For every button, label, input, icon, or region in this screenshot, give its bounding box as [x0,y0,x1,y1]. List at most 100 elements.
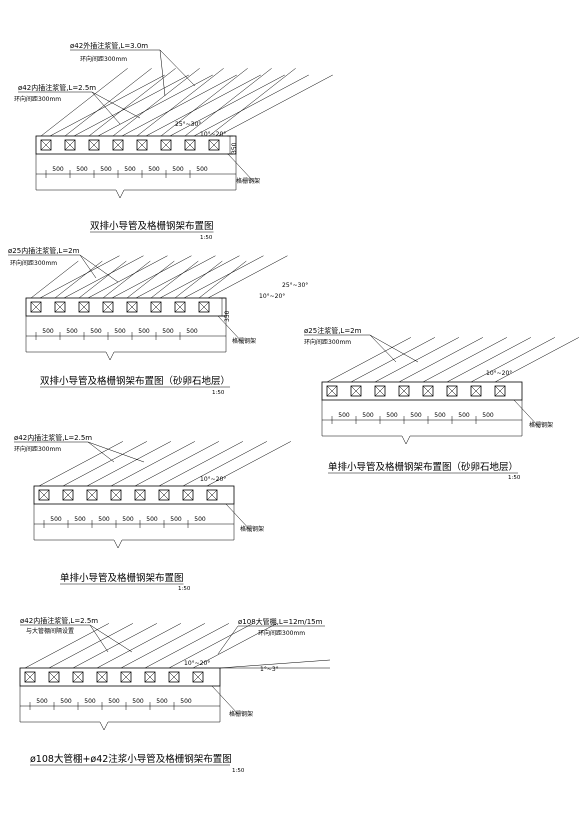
frame-node-cross [88,139,100,151]
diagram-title: 双排小导管及格栅钢架布置图 [90,220,214,232]
steel-frame-band [33,485,235,505]
frame-node-cross [62,489,74,501]
frame-node-cross [72,671,84,683]
callout-leader [227,153,255,183]
spacing-dimension: 500 [74,516,86,523]
frame-node-cross [422,385,434,397]
grout-pipe-line [184,68,272,137]
grout-pipe-line [145,74,261,137]
leader-line [159,49,166,97]
frame-node-cross [48,671,60,683]
spacing-dimension: 500 [36,698,48,705]
spacing-dimension: 500 [148,166,160,173]
callout-leader [225,503,253,533]
outer-angle-label: 25°~30° [282,282,308,289]
spacing-dimension: 500 [138,328,150,335]
roof-angle-label: 1°~3° [260,666,279,673]
grout-pipe-line [121,74,237,137]
grout-pipe-line [398,337,483,383]
grout-pipe-line [169,74,285,137]
grout-pipe-line [63,255,144,299]
grout-pipe-line [135,255,216,299]
frame-node-cross [206,489,218,501]
frame-node-cross [470,385,482,397]
diagram-title: 双排小导管及格栅钢架布置图（砂卵石地层） [40,375,230,387]
frame-node-cross [96,671,108,683]
small-pipe-note: 与大管棚间隔设置 [26,627,74,635]
spacing-dimension: 500 [114,328,126,335]
diagram-title: ø108大管棚+ø42注浆小导管及格栅钢架布置图 [30,753,232,765]
grout-pipe-line [120,623,205,669]
spacing-dimension: 500 [108,698,120,705]
grout-pipe-line [144,623,229,669]
grout-pipe-line [168,623,253,669]
spacing-dimension: 500 [156,698,168,705]
outer-pipe-label: ø42外插注浆管,L=3.0m [70,41,148,50]
spacing-dimension: 500 [84,698,96,705]
frame-node-cross [168,671,180,683]
callout-leader [513,399,541,429]
frame-node-cross [374,385,386,397]
leader-line [159,49,196,87]
grout-pipe-line [102,260,151,299]
grout-pipe-line [193,74,309,137]
frame-node-cross [398,385,410,397]
small-pipe-label: ø42内插注浆管,L=2.5m [20,616,98,625]
spacing-dimension: 500 [122,516,134,523]
spacing-dimension: 500 [98,516,110,523]
section-bracket [19,686,221,731]
spacing-dimension: 500 [338,412,350,419]
grout-pipe-line [73,74,189,137]
inner-angle-label: 10°~20° [200,131,226,138]
grout-pipe-line [24,623,109,669]
steel-frame-band [35,135,237,155]
grout-pipe-line [88,68,176,137]
pipe-spacing: 环向间距300mm [10,259,57,267]
callout-steel-frame: 格栅钢架 [529,421,553,429]
grout-pipe-line [78,260,127,299]
spacing-dimension: 500 [194,516,206,523]
leader-line [87,441,145,463]
grout-pipe-line [111,255,192,299]
spacing-dimension: 500 [458,412,470,419]
leader-line [369,334,419,363]
frame-node-cross [192,671,204,683]
grout-pipe-line [62,441,147,487]
spacing-dimension: 500 [52,166,64,173]
frame-node-cross [38,489,50,501]
steel-frame-band [25,297,227,317]
grout-pipe-line [64,68,152,137]
diagram-scale: 1:50 [212,390,225,396]
leader-line [369,334,397,363]
frame-node-cross [86,489,98,501]
frame-node-cross [144,671,156,683]
diagram-title: 单排小导管及格栅钢架布置图 [60,572,184,584]
spacing-dimension: 500 [180,698,192,705]
spacing-dimension: 500 [434,412,446,419]
spacing-dimension: 500 [42,328,54,335]
small-angle-label: 10°~20° [184,660,210,667]
grout-pipe-line [326,337,411,383]
depth-dimension: 350 [224,310,231,322]
grout-pipe-line [198,260,247,299]
callout-steel-frame: 格栅钢架 [240,525,264,533]
spacing-dimension: 500 [482,412,494,419]
frame-node-cross [64,139,76,151]
frame-node-cross [198,301,210,313]
pipe-roof-line [219,659,331,669]
grout-pipe-line [206,441,291,487]
spacing-dimension: 500 [100,166,112,173]
spacing-dimension: 500 [196,166,208,173]
depth-dimension: 350 [231,142,238,154]
outer-pipe-spacing: 环向间距300mm [80,55,127,63]
frame-node-cross [110,489,122,501]
grout-pipe-line [446,337,531,383]
grout-pipe-line [207,255,288,299]
pipe-label: ø42内插注浆管,L=2.5m [14,433,92,442]
spacing-dimension: 500 [410,412,422,419]
leader-line [89,624,133,653]
diagram-scale: 1:50 [232,768,245,774]
